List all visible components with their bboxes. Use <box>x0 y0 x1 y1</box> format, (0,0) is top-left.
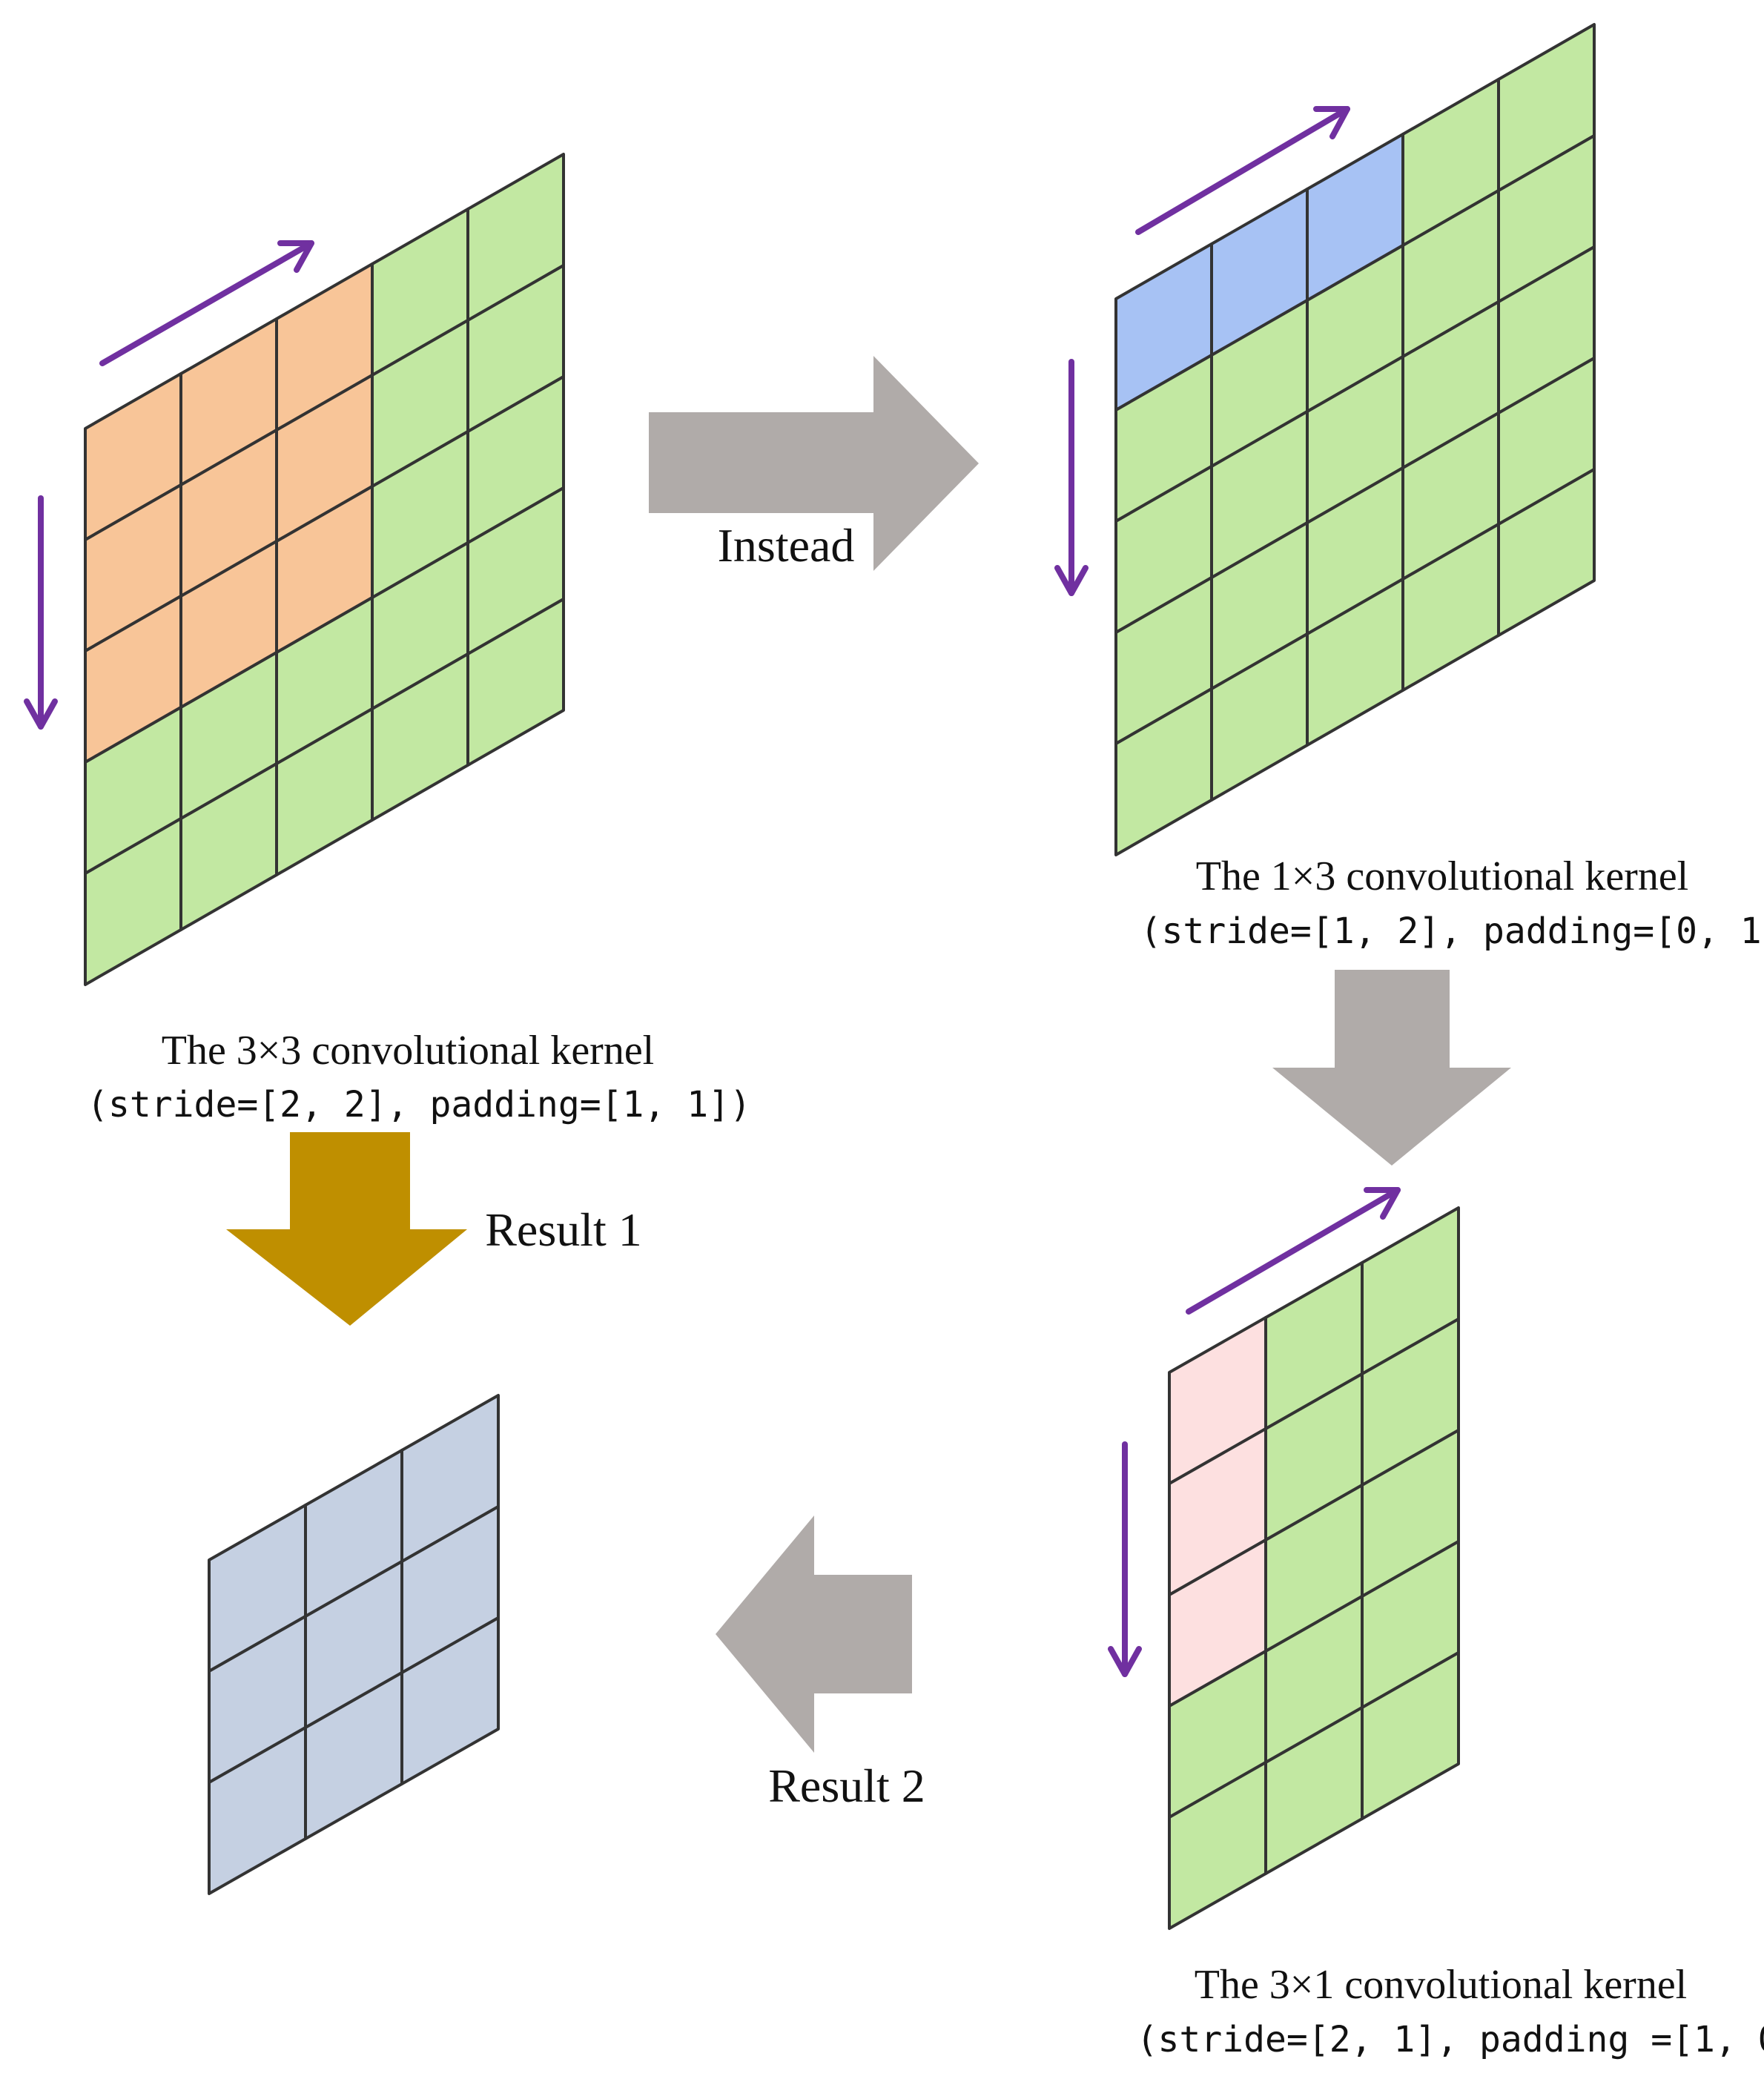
result2-arrow <box>716 1515 912 1753</box>
intermediate-grid-3x1-kernel <box>1168 1206 1460 1930</box>
kernel-3x3-params: (stride=[2, 2], padding=[1, 1]) <box>87 1084 751 1125</box>
instead-arrow <box>649 356 979 571</box>
grid-cell <box>1497 468 1596 637</box>
down-arrow-gray <box>1272 970 1511 1166</box>
kernel-1x3-params: (stride=[1, 2], padding=[0, 1] ) <box>1140 910 1764 952</box>
result1-label: Result 1 <box>485 1203 642 1256</box>
kernel-1x3-title: The 1×3 convolutional kernel <box>1196 853 1689 899</box>
direction-arrows-3x3 <box>24 240 314 730</box>
result1-arrow <box>226 1132 467 1326</box>
instead-label: Instead <box>718 519 855 572</box>
grid-cell <box>1361 1651 1460 1820</box>
grid-cell <box>400 1616 500 1785</box>
result-grid <box>208 1394 500 1895</box>
result2-label: Result 2 <box>768 1759 925 1812</box>
input-grid-1x3-kernel <box>1114 23 1596 856</box>
direction-arrows-1x3 <box>1054 106 1350 596</box>
grid-cell <box>466 598 565 767</box>
kernel-3x1-title: The 3×1 convolutional kernel <box>1195 1962 1688 2008</box>
direction-arrows-3x1 <box>1108 1187 1401 1677</box>
kernel-3x1-params: (stride=[2, 1], padding =[1, 0]) <box>1137 2019 1764 2060</box>
kernel-3x3-title: The 3×3 convolutional kernel <box>162 1028 655 1074</box>
input-grid-3x3-kernel <box>84 153 565 986</box>
